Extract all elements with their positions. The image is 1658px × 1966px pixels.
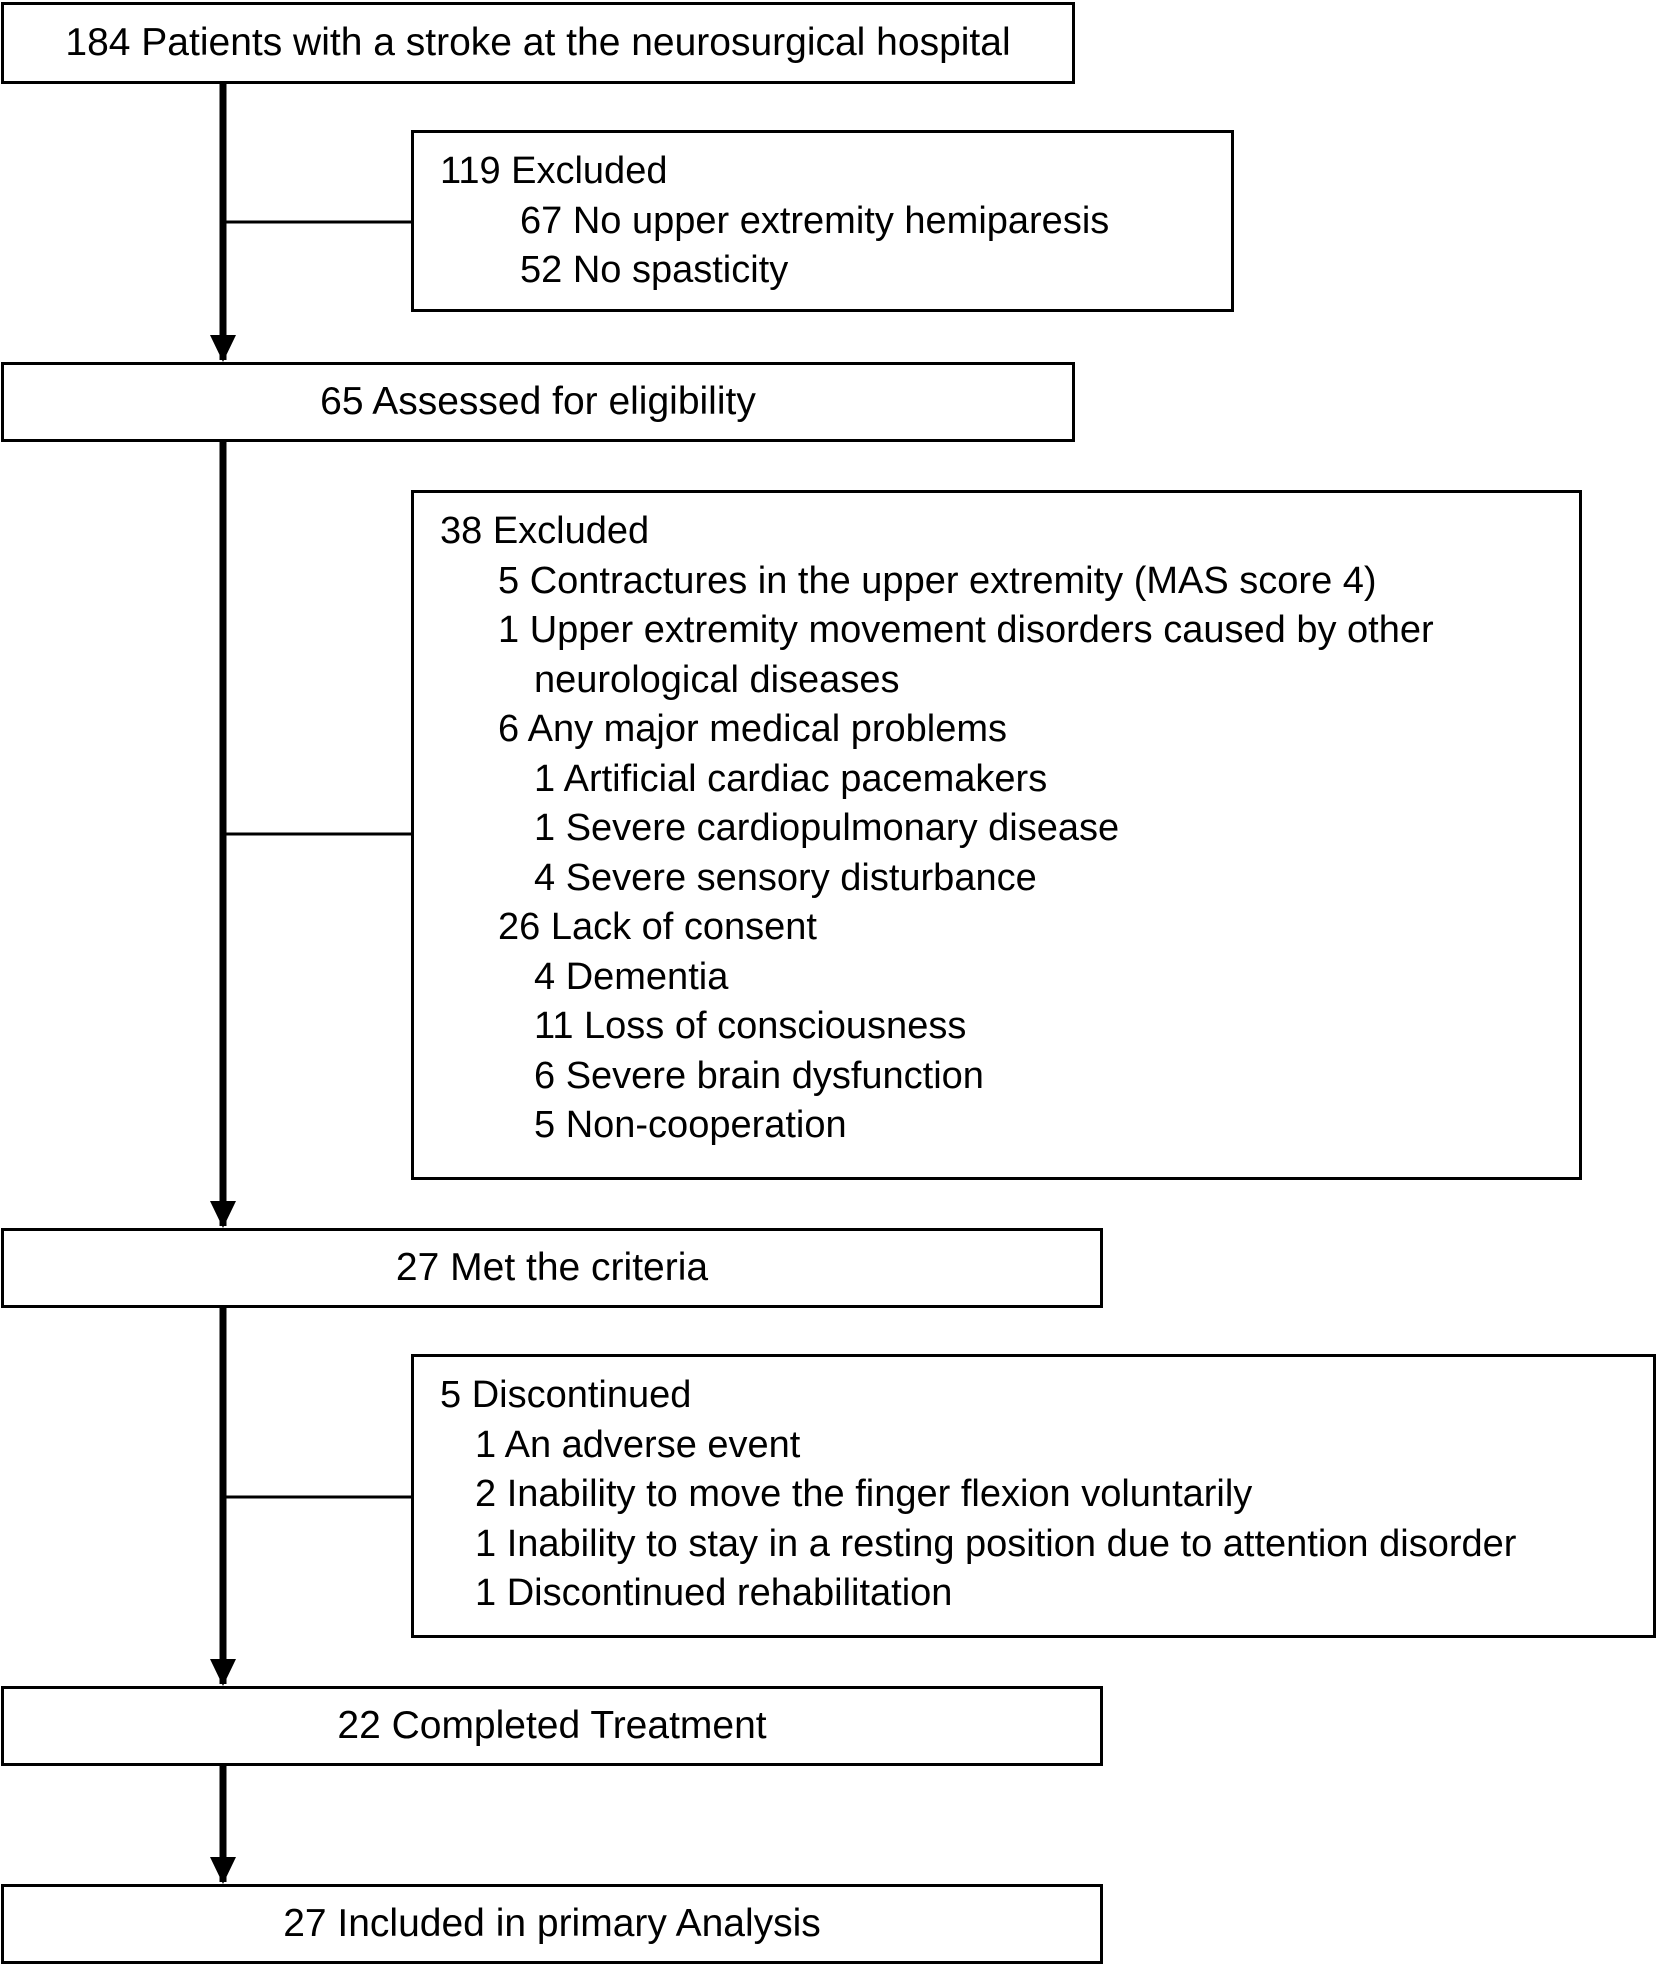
discontinued-header: 5 Discontinued — [440, 1374, 692, 1416]
discontinued-reason: 1 Discontinued rehabilitation — [475, 1572, 953, 1614]
stage-box-analysis: 27 Included in primary Analysis — [1, 1884, 1103, 1964]
exclusion-subreason: 4 Severe sensory disturbance — [534, 856, 1037, 899]
exclusion-reason-continued: neurological diseases — [534, 658, 900, 701]
exclusion-subreason: 11 Loss of consciousness — [534, 1005, 967, 1047]
stage-box-met-criteria: 27 Met the criteria — [1, 1228, 1103, 1308]
discontinued-reason: 1 An adverse event — [475, 1423, 801, 1466]
stage-box-assessed: 65 Assessed for eligibility — [1, 362, 1075, 442]
exclusion-reason: 67 No upper extremity hemiparesis — [520, 199, 1110, 242]
discontinued-box: 5 Discontinued 1 An adverse event 2 Inab… — [411, 1354, 1656, 1638]
discontinued-reason: 1 Inability to stay in a resting positio… — [475, 1522, 1517, 1565]
exclusion-reason: 52 No spasticity — [520, 249, 789, 291]
stage-box-completed: 22 Completed Treatment — [1, 1686, 1103, 1766]
exclusion-reason: 1 Upper extremity movement disorders cau… — [498, 609, 1434, 651]
arrowhead-stage4 — [210, 1659, 236, 1686]
discontinued-reason: 2 Inability to move the finger flexion v… — [475, 1473, 1253, 1515]
exclusion-reason: 5 Contractures in the upper extremity (M… — [498, 559, 1377, 602]
exclusion-subreason: 1 Artificial cardiac pacemakers — [534, 757, 1048, 800]
stage-label: 27 Met the criteria — [395, 1246, 709, 1289]
exclusion-header: 38 Excluded — [440, 510, 650, 552]
exclusion-subreason: 1 Severe cardiopulmonary disease — [534, 807, 1120, 849]
stage-label: 65 Assessed for eligibility — [320, 380, 756, 423]
exclusion-reason: 6 Any major medical problems — [498, 708, 1007, 750]
exclusion-box-2: 38 Excluded 5 Contractures in the upper … — [411, 490, 1582, 1180]
exclusion-box-1: 119 Excluded 67 No upper extremity hemip… — [411, 130, 1234, 312]
arrowhead-stage2 — [210, 335, 236, 362]
exclusion-subreason: 4 Dementia — [534, 955, 729, 998]
stage-label: 22 Completed Treatment — [337, 1704, 767, 1747]
arrowhead-stage5 — [210, 1857, 236, 1884]
stage-label: 184 Patients with a stroke at the neuros… — [65, 21, 1011, 64]
stage-label: 27 Included in primary Analysis — [283, 1902, 821, 1945]
exclusion-subreason: 6 Severe brain dysfunction — [534, 1054, 984, 1097]
exclusion-reason: 26 Lack of consent — [498, 906, 817, 948]
stage-box-enrolled: 184 Patients with a stroke at the neuros… — [1, 2, 1075, 84]
arrowhead-stage3 — [210, 1201, 236, 1228]
exclusion-subreason: 5 Non-cooperation — [534, 1104, 847, 1146]
exclusion-header: 119 Excluded — [440, 150, 668, 192]
